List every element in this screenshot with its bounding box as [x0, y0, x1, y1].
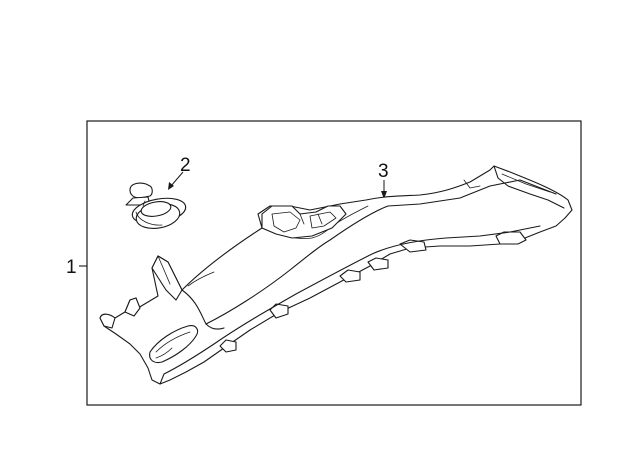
- trim-panel-part-3: [99, 165, 573, 385]
- assembly-frame: [86, 120, 582, 406]
- clip-part-2: [125, 182, 187, 229]
- callout-3-label: 3: [378, 161, 389, 182]
- callout-2-label: 2: [180, 155, 191, 176]
- callout-1-label: 1: [66, 257, 77, 278]
- callout-2-arrow: [168, 171, 184, 190]
- callout-3-arrow: [381, 180, 387, 199]
